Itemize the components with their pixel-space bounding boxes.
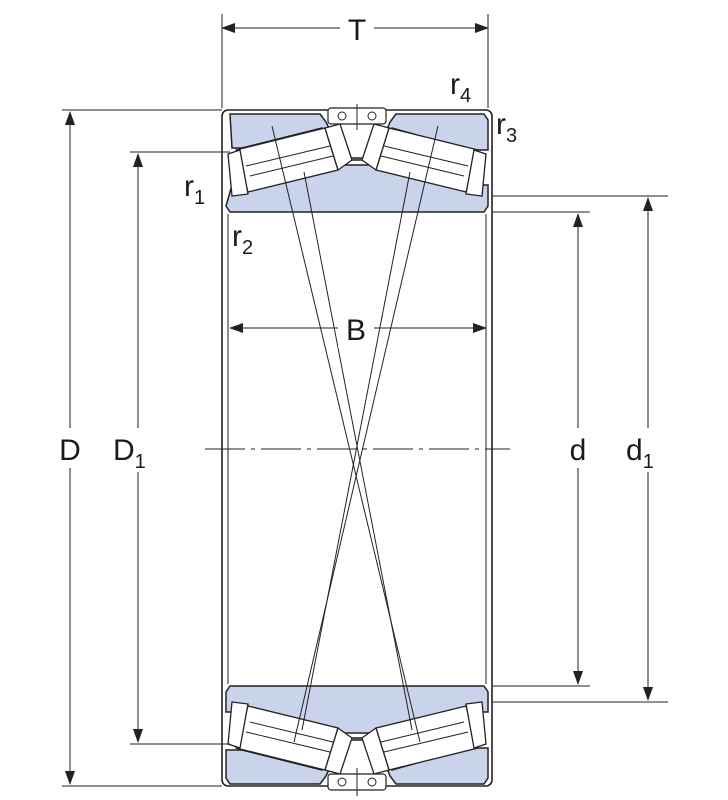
roller-top-right bbox=[361, 123, 487, 197]
dimension-labels: T B D D1 d d1 r1 r2 r3 r4 bbox=[54, 8, 672, 473]
lube-groove-top bbox=[327, 104, 387, 130]
label-r3: r3 bbox=[496, 108, 517, 147]
label-r4: r4 bbox=[450, 68, 471, 107]
label-D1: D1 bbox=[113, 434, 146, 473]
label-r2: r2 bbox=[232, 220, 253, 259]
label-d: d bbox=[570, 434, 587, 467]
dimension-lines bbox=[62, 14, 668, 787]
label-D: D bbox=[59, 434, 81, 467]
bearing-cross-section bbox=[205, 104, 510, 796]
pressure-line-2 bbox=[293, 125, 439, 743]
pressure-line-1 bbox=[271, 125, 421, 743]
roller-bottom-right bbox=[361, 701, 487, 775]
roller-bottom-left bbox=[227, 701, 353, 775]
pressure-line-3 bbox=[303, 171, 413, 731]
label-T: T bbox=[348, 14, 366, 47]
roller-top-left bbox=[227, 123, 353, 197]
lube-groove-bottom bbox=[327, 768, 387, 796]
pressure-line-4 bbox=[301, 171, 411, 731]
label-B: B bbox=[346, 314, 366, 347]
label-r1: r1 bbox=[184, 170, 205, 209]
label-d1: d1 bbox=[626, 434, 654, 473]
